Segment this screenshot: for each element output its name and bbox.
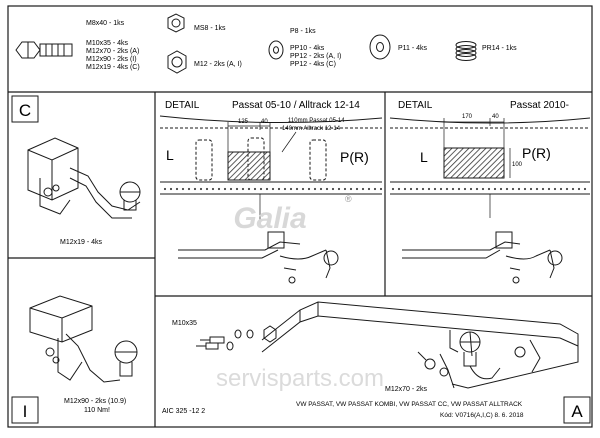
hatched-cutout-right <box>443 147 505 179</box>
panel-c-letter: C <box>19 101 31 120</box>
hitch-side-view-right <box>402 231 563 284</box>
panel-a-letter: A <box>571 402 583 421</box>
spring-pr14-label: PR14 - 1ks <box>482 45 517 52</box>
main-assembly: M10x35 M12x70 - 2ks <box>172 301 579 393</box>
panel-i-letter: I <box>23 402 28 421</box>
panel-c: C M12x19 - 4ks <box>11 95 141 246</box>
detail-left-label: DETAIL <box>165 100 200 111</box>
bolt-variant-1: M10x35 - 4ks <box>86 40 129 47</box>
panel-c-bolt-note: M12x19 - 4ks <box>60 239 103 246</box>
nut-icon <box>167 50 187 74</box>
hitch-side-view-left <box>178 231 339 284</box>
detail-left-model: Passat 05-10 / Alltrack 12-14 <box>232 100 360 111</box>
bolt-main-label: M8x40 - 1ks <box>86 20 125 27</box>
washer-icon <box>268 40 284 60</box>
vehicle-list: VW PASSAT, VW PASSAT KOMBI, VW PASSAT CC… <box>296 401 523 408</box>
detail-right-r: P(R) <box>522 145 551 161</box>
bolt-set <box>196 325 277 351</box>
panel-i-bolt-note-1: M12x90 - 2ks (10.9) <box>64 398 126 405</box>
detail-left-r: P(R) <box>340 149 369 165</box>
detail-right-model: Passat 2010- <box>510 100 569 111</box>
dimension-lines-left <box>227 122 297 222</box>
code-date: Kód: V0716(A,I,C) 8. 6. 2018 <box>440 412 524 419</box>
detail-right-dim-c: 100 <box>512 162 523 168</box>
detail-right-dim-a: 170 <box>462 114 473 120</box>
dotted-sill-left <box>160 184 382 192</box>
detail-right-label: DETAIL <box>398 100 433 111</box>
detail-right: DETAIL Passat 2010- 170 40 100 L P(R) <box>389 100 591 284</box>
detail-left: DETAIL Passat 05-10 / Alltrack 12-14 125… <box>159 100 383 284</box>
bolt-label-m10: M10x35 <box>172 320 197 327</box>
parts-row: M8x40 - 1ks M10x35 - 4ks M12x70 - 2ks (A… <box>15 13 517 74</box>
drawing-code: AIC 325 -12 2 <box>162 408 205 415</box>
dimension-lines-right <box>443 118 511 218</box>
panel-i-bolt-note-2: 110 Nm! <box>84 407 110 414</box>
washer-variant-1: PP10 - 4ks <box>290 45 325 52</box>
bolt-icon <box>15 41 73 59</box>
detail-right-dim-b: 40 <box>492 114 499 120</box>
nut-ms8-label: MS8 - 1ks <box>194 25 226 32</box>
bolt-variant-3: M12x90 - 2ks (I) <box>86 56 137 63</box>
bolt-variant-4: M12x19 - 4ks (C) <box>86 64 140 71</box>
watermark: servisparts.com <box>216 365 384 392</box>
hatched-cutout-left <box>227 151 271 181</box>
washer-p8-label: P8 - 1ks <box>290 28 316 35</box>
dotted-sill-right <box>390 184 590 192</box>
washer-variant-3: PP12 - 4ks (C) <box>290 61 336 68</box>
galia-logo: Galia ® <box>233 194 352 235</box>
tow-bar-bracket-c <box>27 137 141 219</box>
tow-bar-bracket-i <box>29 295 138 383</box>
detail-left-note-2: 140mm Alltrack 12-14 <box>282 126 341 132</box>
nut-icon <box>167 13 185 33</box>
detail-left-dim-b: 40 <box>261 119 268 125</box>
washer-p11-label: P11 - 4ks <box>398 45 428 52</box>
washer-icon <box>369 34 391 60</box>
washer-variant-2: PP12 - 2ks (A, I) <box>290 53 341 60</box>
detail-left-l: L <box>166 147 174 163</box>
bolt-variant-2: M12x70 - 2ks (A) <box>86 48 139 55</box>
bolt-label-m12: M12x70 - 2ks <box>385 386 428 393</box>
panel-i: I M12x90 - 2ks (10.9) 110 Nm! <box>11 295 138 424</box>
spring-icon <box>455 41 477 61</box>
galia-logo-text: Galia <box>233 202 306 235</box>
nut-m12-label: M12 - 2ks (A, I) <box>194 61 242 68</box>
detail-right-l: L <box>420 149 428 165</box>
crossbar <box>261 301 579 389</box>
detail-left-dim-a: 125 <box>238 119 249 125</box>
registered-mark: ® <box>345 194 352 204</box>
detail-left-note-1: 110mm Passat 05-14 <box>288 118 345 124</box>
frame <box>7 5 593 428</box>
